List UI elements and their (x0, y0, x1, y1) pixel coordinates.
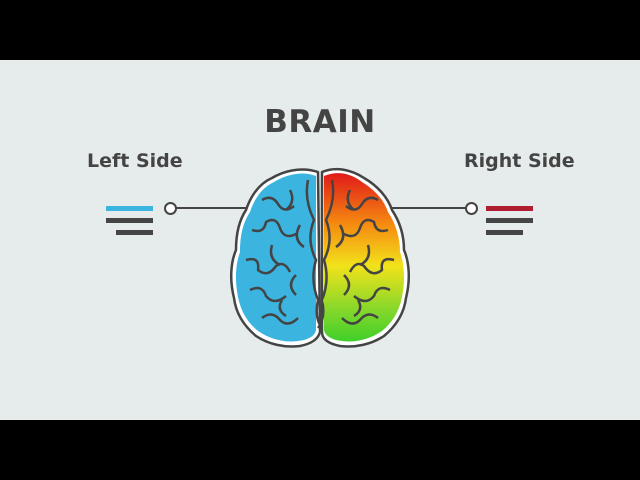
right-connector-line (386, 207, 466, 209)
infographic-stage: BRAIN Left Side Right Side (0, 60, 640, 420)
left-hemisphere (230, 168, 324, 348)
left-accent-bar (106, 206, 153, 211)
left-text-bar (106, 218, 153, 223)
left-text-bar (116, 230, 153, 235)
right-side-label: Right Side (464, 150, 575, 172)
right-hemisphere (316, 167, 410, 348)
right-accent-bar (486, 206, 533, 211)
title: BRAIN (264, 104, 376, 140)
left-connector-line (176, 207, 256, 209)
brain-illustration (230, 167, 410, 348)
right-text-bar (486, 230, 523, 235)
right-connector-dot (465, 202, 478, 215)
left-side-label: Left Side (87, 150, 183, 172)
left-connector-dot (164, 202, 177, 215)
right-text-bar (486, 218, 533, 223)
